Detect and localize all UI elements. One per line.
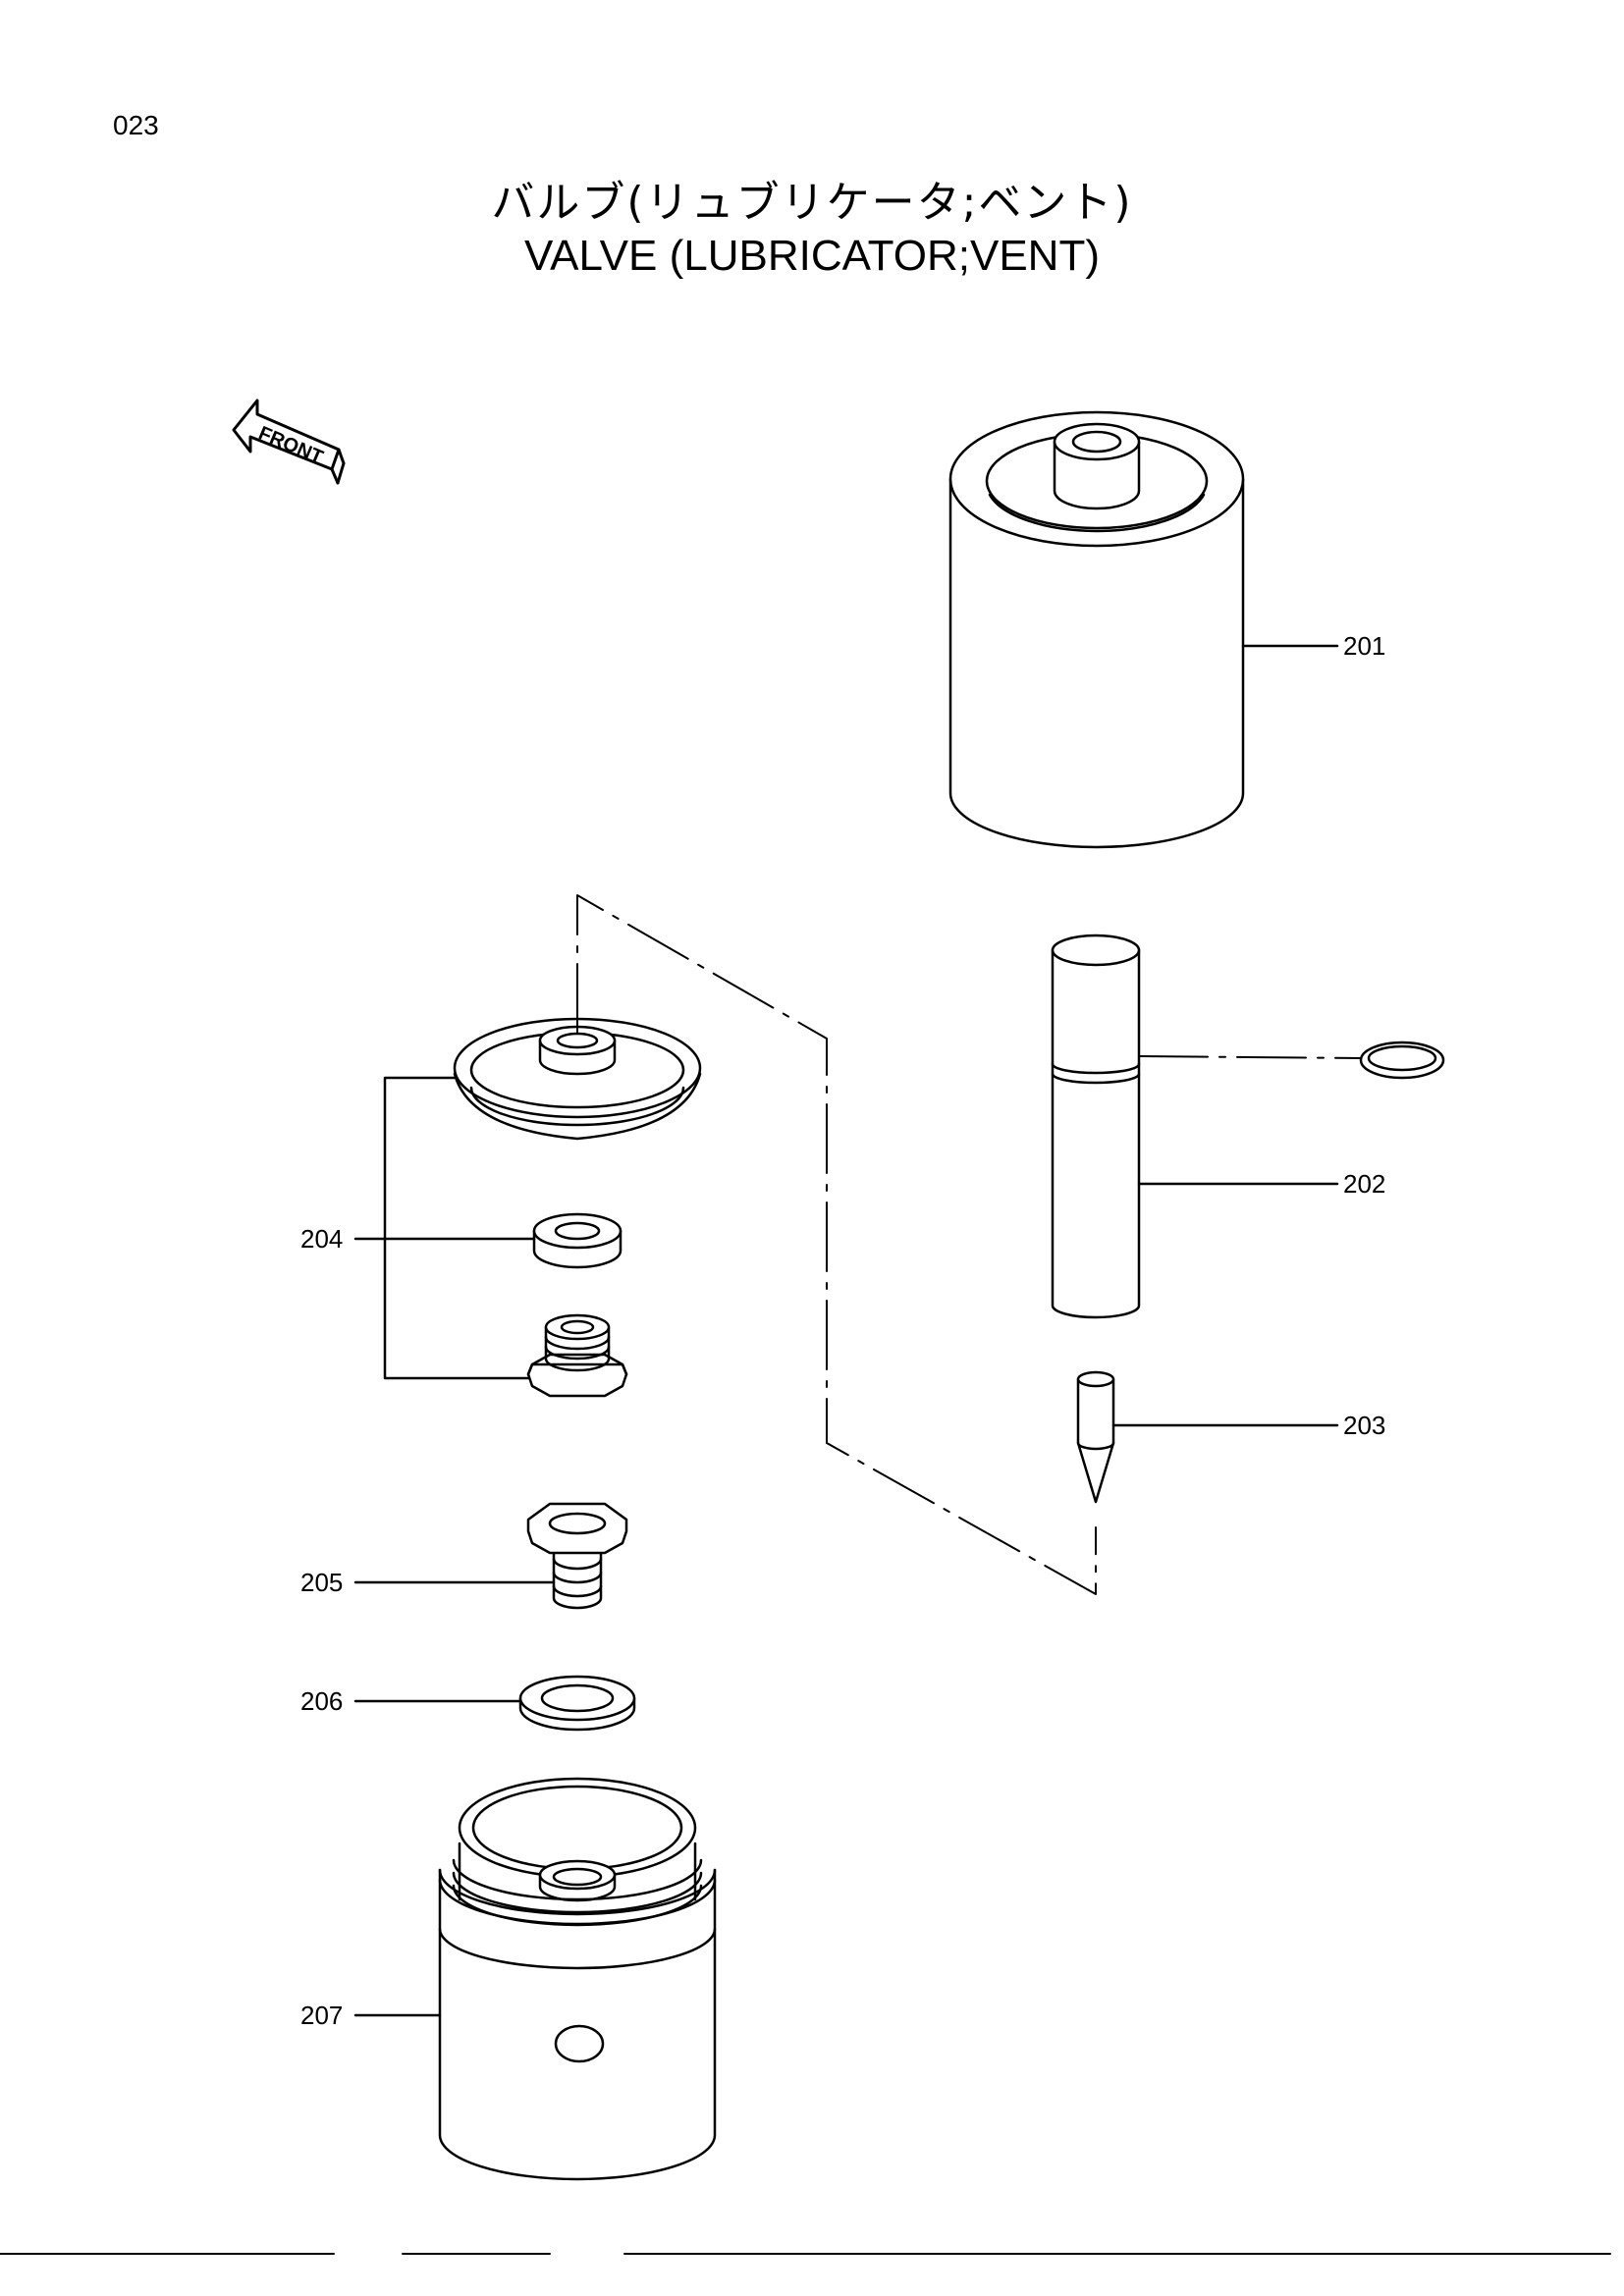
- part-202-piston-rod: [1051, 934, 1141, 1319]
- page-number: 023: [113, 110, 159, 140]
- title-japanese: バルブ(リュブリケータ;ベント): [491, 178, 1133, 228]
- label-205: 205: [300, 1568, 343, 1597]
- part-202-o-ring: [1359, 1041, 1445, 1080]
- label-206: 206: [300, 1686, 343, 1716]
- label-204: 204: [300, 1224, 343, 1254]
- label-202: 202: [1343, 1169, 1385, 1199]
- label-207: 207: [300, 2001, 343, 2030]
- part-206-seal-ring: [518, 1675, 636, 1732]
- title-english: VALVE (LUBRICATOR;VENT): [524, 232, 1100, 280]
- label-203: 203: [1343, 1411, 1385, 1440]
- part-201-cylinder-cover: [948, 410, 1245, 849]
- part-204-collar: [532, 1212, 623, 1269]
- part-204-valve-cap: [453, 1017, 702, 1141]
- assembly-center-lines: [576, 894, 1362, 1595]
- label-201: 201: [1343, 631, 1385, 661]
- part-205-plug: [526, 1502, 628, 1610]
- part-203-needle: [1076, 1370, 1115, 1504]
- part-207-body: [438, 1777, 717, 2181]
- leader-lines: [353, 644, 1339, 2017]
- part-204-nut: [526, 1313, 628, 1398]
- front-arrow-icon: FRONT: [232, 399, 346, 485]
- part-labels: 201 202 203 204 205 206 207: [300, 631, 1385, 2030]
